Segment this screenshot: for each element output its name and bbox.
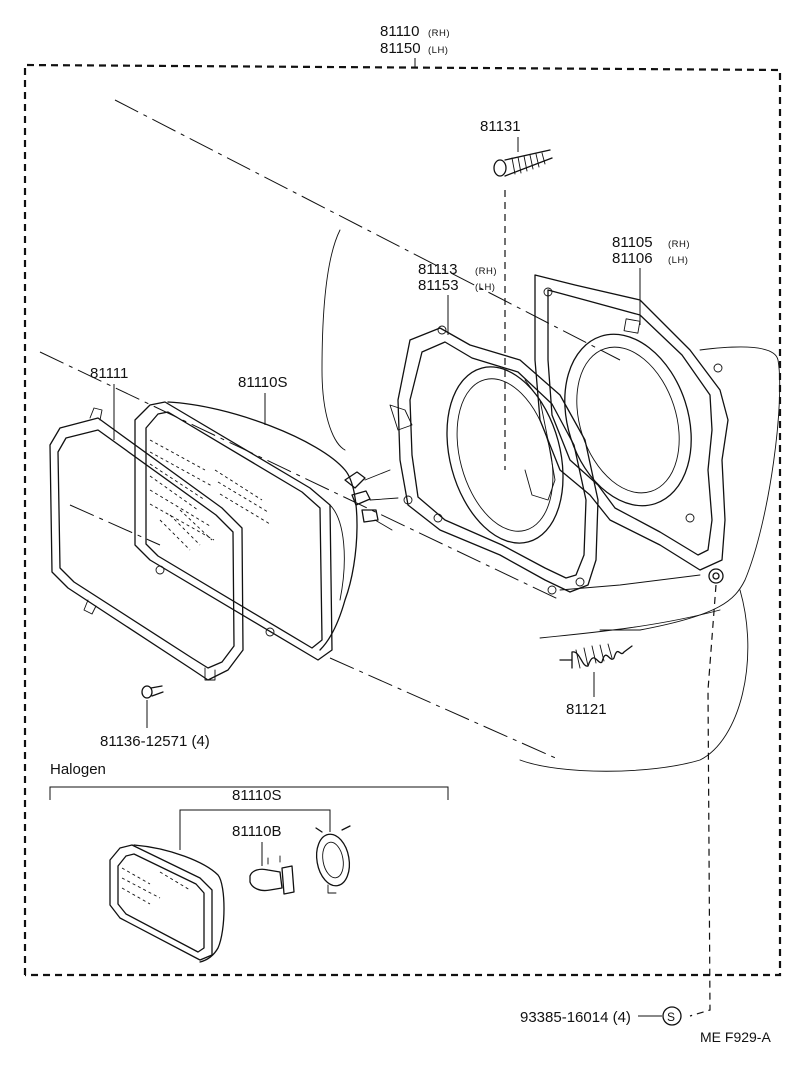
spring-number: 81121 — [566, 701, 607, 718]
housing-lh-number: 81106 — [612, 250, 653, 267]
halogen-unit-number: 81110S — [232, 787, 282, 804]
ring-rh-number: 81113 — [418, 261, 458, 278]
nut-number: 93385-16014 (4) — [520, 1009, 631, 1026]
nut-93385: 93385-16014 (4) S — [520, 584, 717, 1026]
screw-81131: 81131 — [480, 118, 553, 470]
screw-ring-number: 81136-12571 (4) — [100, 733, 210, 750]
retaining-ring-81111: 81111 — [49, 365, 244, 681]
callout-assembly: 81110 (RH) 81150 (LH) — [380, 23, 450, 68]
assembly-rh-side: (RH) — [428, 28, 450, 39]
assembly-lh-number: 81150 — [380, 40, 421, 57]
ring-81113: 81113 (RH) 81153 (LH) — [389, 261, 599, 595]
fender-outline — [321, 229, 781, 772]
housing-lh-side: (LH) — [668, 255, 688, 266]
housing-rh-number: 81105 — [612, 234, 653, 251]
halogen-label: Halogen — [50, 761, 106, 778]
ring-lh-side: (LH) — [475, 282, 495, 293]
assembly-lh-side: (LH) — [428, 45, 448, 56]
figure-code: ME F929-A — [700, 1029, 771, 1045]
reference-lines — [39, 99, 621, 761]
spring-81121: 81121 — [559, 643, 633, 718]
ring-lh-number: 81153 — [418, 277, 459, 294]
housing-rh-side: (RH) — [668, 239, 690, 250]
screw-top-number: 81131 — [480, 118, 521, 135]
ring-rh-side: (RH) — [475, 266, 497, 277]
halogen-bulb-number: 81110B — [232, 823, 282, 840]
assembly-rh-number: 81110 — [380, 23, 420, 40]
sealed-beam-number: 81110S — [238, 374, 288, 391]
assembly-frame — [23, 63, 782, 977]
screw-81136: 81136-12571 (4) — [100, 685, 210, 750]
nut-s-symbol: S — [667, 1010, 675, 1024]
sealed-beam-81110S: 81110S — [134, 374, 399, 661]
retaining-ring-number: 81111 — [90, 365, 128, 382]
halogen-section: Halogen 81110S 81110B — [49, 761, 449, 963]
housing-81105: 81105 (RH) 81106 (LH) — [534, 234, 729, 584]
